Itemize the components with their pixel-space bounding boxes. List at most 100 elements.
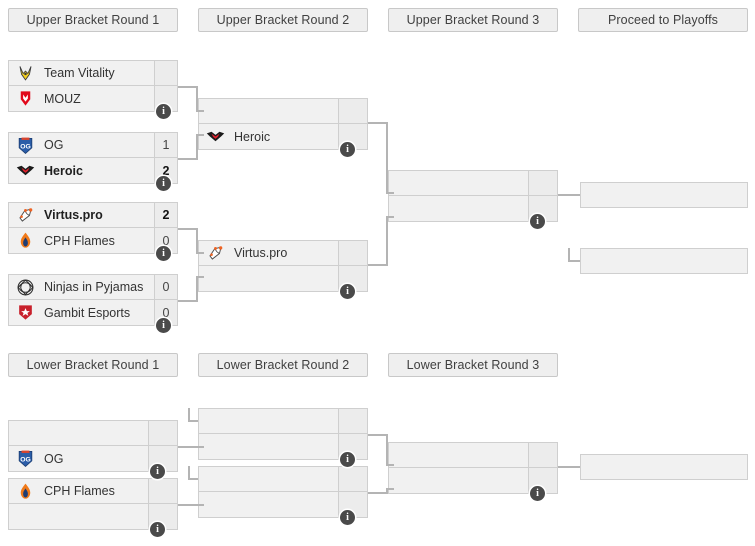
cphflames-logo [16,482,35,501]
connector-line [196,276,204,278]
opponent-bottom [389,468,528,493]
connector-line [368,264,388,266]
connector-line [196,110,204,112]
opponent-top [389,443,528,467]
connector-line [386,192,394,194]
score-top [154,61,177,85]
match-row-top[interactable] [199,467,367,492]
match-info-icon[interactable]: i [340,284,355,299]
lower-bracket-advance-slot[interactable] [580,454,748,480]
connector-line [386,488,388,494]
match-info-icon[interactable]: i [530,486,545,501]
match-row-top[interactable] [389,171,557,196]
round-header-proceed-to-playoffs[interactable]: Proceed to Playoffs [578,8,748,32]
round-header-lower-bracket-round-2[interactable]: Lower Bracket Round 2 [198,353,368,377]
round-header-lower-bracket-round-3[interactable]: Lower Bracket Round 3 [388,353,558,377]
connector-line [386,216,394,218]
connector-line [178,446,204,448]
round-header-upper-bracket-round-2[interactable]: Upper Bracket Round 2 [198,8,368,32]
match-info-icon[interactable]: i [150,464,165,479]
opponent-bottom: CPH Flames [9,228,154,253]
match-ub-r1-3[interactable]: Virtus.pro 2 CPH Flames 0 i [8,202,178,261]
connector-line [178,300,198,302]
team-name: CPH Flames [44,233,115,248]
match-info-icon[interactable]: i [150,522,165,537]
connector-line [178,504,204,506]
connector-line [568,248,570,262]
opponent-top: CPH Flames [9,479,148,503]
connector-line [196,276,198,302]
connector-line [368,492,388,494]
team-name: Ninjas in Pyjamas [44,280,144,294]
round-header-lower-bracket-round-1[interactable]: Lower Bracket Round 1 [8,353,178,377]
round-header-label: Upper Bracket Round 1 [26,13,160,27]
match-info-icon[interactable]: i [156,246,171,261]
opponent-top: Ninjas in Pyjamas [9,275,154,299]
match-info-icon[interactable]: i [340,510,355,525]
match-info-icon[interactable]: i [156,176,171,191]
match-lb-r2-2[interactable]: i [198,466,368,525]
match-ub-r1-1[interactable]: Team Vitality MOUZ i [8,60,178,119]
opponent-top: Team Vitality [9,61,154,85]
opponent-bottom: OG OG [9,446,148,471]
match-row-top[interactable]: Team Vitality [9,61,177,86]
round-header-upper-bracket-round-3[interactable]: Upper Bracket Round 3 [388,8,558,32]
match-row-top[interactable]: Ninjas in Pyjamas 0 [9,275,177,300]
match-lb-r1-1[interactable]: OG OG i [8,420,178,479]
match-ub-r2-1[interactable]: Heroic i [198,98,368,157]
match-row-bottom[interactable]: Gambit Esports 0 [9,300,177,325]
match-row-top[interactable] [199,99,367,124]
connector-line [558,194,580,196]
match-info-icon[interactable]: i [340,452,355,467]
opponent-bottom: MOUZ [9,86,154,111]
match-info-icon[interactable]: i [340,142,355,157]
playoff-slot-2[interactable] [580,248,748,274]
match-row-bottom[interactable]: MOUZ [9,86,177,111]
match-ub-r1-4[interactable]: Ninjas in Pyjamas 0 Gambit Esports 0 i [8,274,178,333]
cphflames-logo [16,231,35,250]
slot-row [581,183,747,207]
match-lb-r2-1[interactable]: i [198,408,368,467]
opponent-top: Virtus.pro [9,203,154,227]
round-header-label: Proceed to Playoffs [607,13,719,27]
match-row-bottom[interactable]: CPH Flames 0 [9,228,177,253]
match-info-icon[interactable]: i [156,104,171,119]
nip-logo [16,278,35,297]
match-ub-r2-2[interactable]: Virtus.pro i [198,240,368,299]
score-top [148,479,177,503]
match-row-top[interactable] [199,409,367,434]
match-ub-r3-1[interactable]: i [388,170,558,229]
score-top [528,171,557,195]
connector-line [386,122,388,194]
match-info-icon[interactable]: i [530,214,545,229]
match-row-top[interactable] [9,421,177,446]
virtuspro-logo [16,206,35,225]
svg-text:OG: OG [20,456,30,463]
opponent-bottom: Heroic [9,158,154,183]
match-ub-r1-2[interactable]: OG OG 1 Heroic 2 i [8,132,178,191]
playoff-slot-1[interactable] [580,182,748,208]
score-top: 1 [154,133,177,157]
match-row-top[interactable] [389,443,557,468]
round-header-label: Upper Bracket Round 3 [406,13,540,27]
match-row-top[interactable]: Virtus.pro 2 [9,203,177,228]
opponent-top [9,421,148,445]
team-name: CPH Flames [44,484,115,498]
match-lb-r1-2[interactable]: CPH Flames i [8,478,178,537]
round-header-upper-bracket-round-1[interactable]: Upper Bracket Round 1 [8,8,178,32]
match-info-icon[interactable]: i [156,318,171,333]
connector-line [196,134,198,160]
round-header-label: Lower Bracket Round 3 [406,358,540,372]
round-header-label: Lower Bracket Round 1 [26,358,160,372]
connector-line [188,478,198,480]
match-row-top[interactable]: CPH Flames [9,479,177,504]
team-name: Virtus.pro [44,208,103,222]
match-row-top[interactable]: OG OG 1 [9,133,177,158]
match-row-top[interactable]: Virtus.pro [199,241,367,266]
connector-line [188,466,190,480]
opponent-bottom: Heroic [199,124,338,149]
match-row-bottom[interactable]: Heroic 2 [9,158,177,183]
match-lb-r3-1[interactable]: i [388,442,558,501]
team-name: Team Vitality [44,66,115,80]
